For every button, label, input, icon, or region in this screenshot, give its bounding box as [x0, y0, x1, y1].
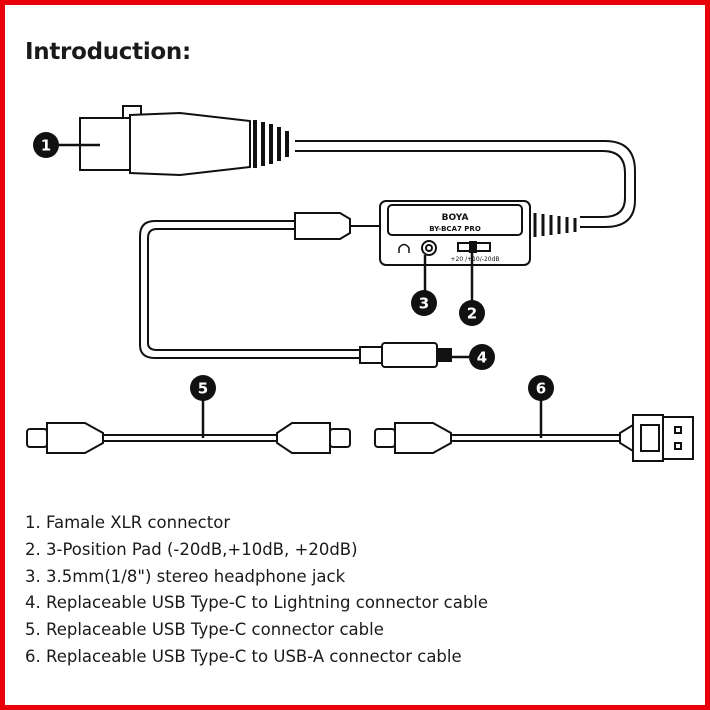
svg-text:6: 6: [536, 380, 546, 398]
product-diagram: BOYA BY-BCA7 PRO +20 /+10/-20dB: [26, 105, 694, 462]
list-item: 5. Replaceable USB Type-C connector cabl…: [25, 620, 384, 640]
headphone-jack: [421, 240, 437, 256]
svg-text:1: 1: [41, 137, 51, 155]
usb-a-cable: [374, 414, 694, 462]
svg-text:4: 4: [477, 349, 487, 367]
list-item: 3. 3.5mm(1/8") stereo headphone jack: [25, 566, 346, 586]
callout-3: 3: [411, 290, 437, 316]
headphone-icon: [398, 243, 410, 253]
callout-5: 5: [190, 375, 216, 401]
list-item: 4. Replaceable USB Type-C to Lightning c…: [25, 593, 489, 613]
adapter-body: [379, 200, 577, 266]
model-label: BY-BCA7 PRO: [429, 225, 481, 233]
callout-2: 2: [459, 300, 485, 326]
list-item: 2. 3-Position Pad (-20dB,+10dB, +20dB): [25, 539, 358, 559]
svg-text:5: 5: [198, 380, 208, 398]
callout-4: 4: [469, 344, 495, 370]
svg-text:3: 3: [419, 295, 429, 313]
lightning-cable: [139, 212, 452, 368]
list-item: 1. Famale XLR connector: [25, 513, 231, 532]
svg-text:2: 2: [467, 305, 477, 323]
feature-list: 1. Famale XLR connector 2. 3-Position Pa…: [25, 510, 488, 671]
callout-6: 6: [528, 375, 554, 401]
brand-label: BOYA: [442, 213, 469, 223]
callout-lines: [53, 143, 543, 438]
usb-c-cable: [26, 422, 351, 454]
xlr-connector: [79, 105, 636, 228]
page-title: Introduction:: [25, 39, 191, 65]
list-item: 6. Replaceable USB Type-C to USB-A conne…: [25, 646, 462, 666]
callout-1: 1: [33, 132, 59, 158]
pad-label: +20 /+10/-20dB: [451, 256, 500, 263]
